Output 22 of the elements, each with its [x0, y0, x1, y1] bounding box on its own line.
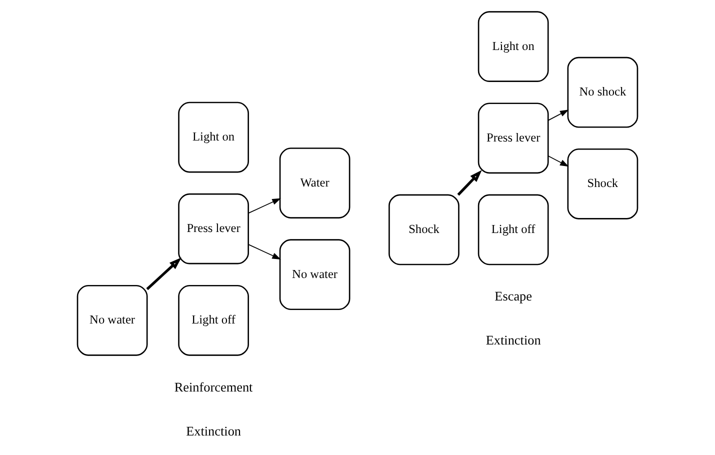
node-box: Press lever: [178, 193, 249, 264]
arrow: [548, 156, 569, 167]
arrow: [457, 170, 482, 196]
node-box: No water: [76, 284, 148, 356]
label: Extinction: [486, 332, 541, 348]
node-box: Light off: [478, 194, 549, 266]
node-box: No shock: [567, 56, 638, 128]
node-box: Light on: [178, 102, 249, 173]
node-box: Shock: [567, 148, 638, 220]
node-box: Light on: [478, 11, 549, 82]
arrow: [548, 110, 569, 121]
node-box: Water: [279, 148, 350, 218]
label: Escape: [494, 288, 532, 304]
label: Reinforcement: [174, 379, 253, 394]
label: Extinction: [186, 423, 242, 438]
node-box: Light off: [178, 284, 249, 356]
node-box: Press lever: [478, 102, 549, 174]
arrow: [248, 244, 281, 260]
arrow: [248, 198, 281, 214]
node-box: No water: [279, 239, 350, 310]
node-box: Shock: [388, 194, 460, 266]
arrow: [146, 258, 182, 290]
